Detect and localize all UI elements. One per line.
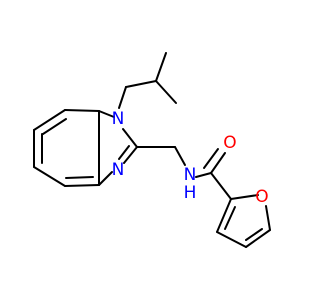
bond [174, 146, 186, 166]
bond [123, 146, 138, 164]
bond [33, 166, 66, 187]
bond [125, 80, 157, 88]
structure-diagram: N N N H O O [33, 52, 271, 248]
atom-label-nh: N [184, 165, 197, 185]
bond [98, 171, 113, 186]
atom-label-carbonyl-oxygen: O [223, 133, 236, 153]
atom-label-n1: N [112, 109, 125, 129]
atom-labels: N N N H O O [112, 109, 269, 207]
benzene-ring [33, 109, 100, 187]
bond [265, 205, 271, 231]
bond [33, 109, 66, 131]
bond [216, 231, 247, 248]
bond [210, 152, 226, 174]
bond [118, 86, 127, 109]
double-bond-inner [118, 145, 130, 160]
imidazole-ring [98, 110, 138, 186]
isobutyl-chain [118, 52, 177, 109]
amide-linker [136, 146, 232, 200]
double-bond-inner [224, 206, 236, 230]
bond [64, 184, 100, 187]
double-bond-inner [203, 148, 219, 169]
bond [210, 172, 232, 200]
bond [155, 80, 177, 104]
bond [230, 194, 259, 200]
atom-label-furan-oxygen: O [255, 187, 268, 207]
bond [155, 52, 167, 82]
furan-ring [216, 194, 271, 248]
double-bond-inner [42, 118, 67, 135]
atom-label-nh-hydrogen: H [184, 183, 197, 203]
double-bond-inner [65, 176, 94, 179]
bond [195, 172, 212, 178]
bond [64, 109, 100, 112]
bond [98, 110, 115, 118]
double-bond-inner [245, 228, 263, 241]
bond [245, 229, 271, 248]
bond [122, 128, 138, 148]
bond [216, 198, 232, 233]
atom-label-n3: N [112, 160, 125, 180]
